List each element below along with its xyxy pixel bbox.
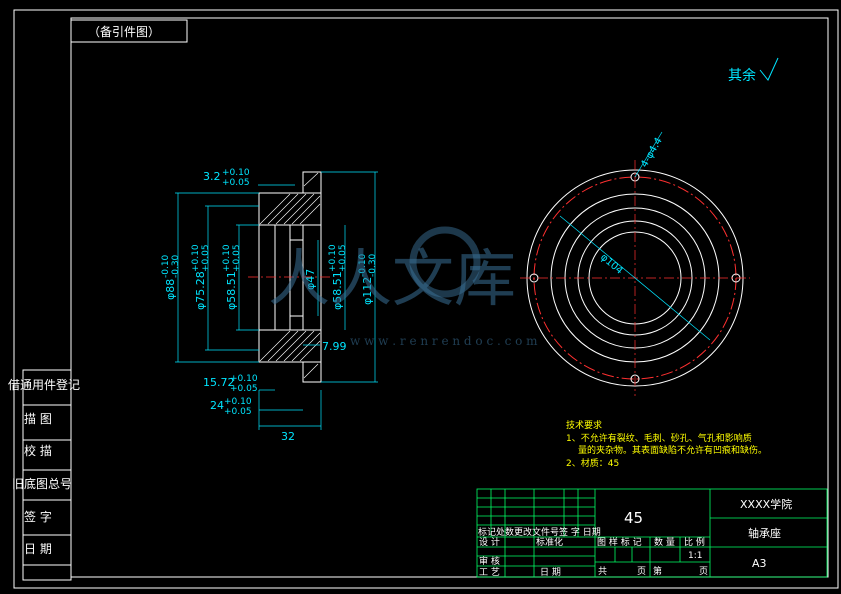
dim-phi112-tol-dn: -0.30 — [368, 253, 378, 277]
tb-date: 日 期 — [540, 567, 561, 578]
watermark-logo-icon — [409, 226, 481, 298]
stamp-box — [70, 19, 188, 43]
dim-phi88-tol-up: -0.10 — [161, 254, 171, 278]
dim-phi58-tol-dn: +0.05 — [232, 244, 242, 272]
dim-phi112: φ112 — [361, 277, 374, 305]
tech-notes: 技术要求 1、不允许有裂纹、毛刺、砂孔、气孔和影响质 量的夹杂物。其表面缺陷不允… — [566, 419, 767, 469]
surface-note: 其余 — [728, 67, 756, 84]
watermark-url: w w w . r e n r e n d o c . c o m — [350, 334, 538, 348]
side-label-5: 日 期 — [24, 542, 52, 556]
tb-process: 工 艺 — [479, 567, 500, 578]
tb-stage-hdr: 图 样 标 记 — [597, 536, 642, 548]
side-label-0: 借通用件登记 — [8, 377, 80, 392]
side-label-4: 签 字 — [24, 509, 52, 524]
dim-3-2-tol-up: +0.10 — [222, 168, 250, 178]
title-block-grid — [476, 488, 828, 578]
tech-notes-line2: 量的夹杂物。其表面缺陷不允许有凹痕和缺伤。 — [578, 444, 767, 456]
dim-32: 32 — [281, 430, 295, 443]
tb-scale-hdr: 比 例 — [684, 536, 705, 548]
dim-phi58-tol-up: +0.10 — [222, 244, 232, 272]
tb-part-name: 轴承座 — [748, 526, 781, 540]
dim-3-2: 3.2 — [203, 170, 221, 183]
tb-sheet-of2: 页 — [699, 566, 708, 577]
dim-24: 24 — [210, 399, 224, 412]
dim-15-72-tol-up: +0.10 — [230, 374, 258, 384]
dim-24-tol-up: +0.10 — [224, 397, 252, 407]
tb-sheet-size: A3 — [752, 557, 767, 570]
dim-3-2-tol-dn: +0.05 — [222, 178, 250, 188]
dim-phi47: φ47 — [304, 269, 317, 290]
tb-standard: 标准化 — [536, 536, 563, 548]
inner-frame — [70, 17, 829, 578]
watermark-logo: 人人文库 — [268, 242, 516, 315]
title-block: 标记处数更改文件号签 字 日期 设 计 标准化 审 核 工 艺 日 期 45 图… — [478, 497, 792, 578]
dim-phi75-tol-dn: +0.05 — [201, 244, 211, 272]
dim-phi112-tol-up: -0.10 — [358, 253, 368, 277]
tb-design: 设 计 — [479, 536, 500, 548]
dim-24-tol-dn: +0.05 — [224, 407, 252, 417]
tech-notes-line1: 1、不允许有裂纹、毛刺、砂孔、气孔和影响质 — [566, 432, 752, 444]
tb-change-row: 标记处数更改文件号签 字 日期 — [478, 526, 601, 538]
tech-notes-line3: 2、材质：45 — [566, 457, 619, 469]
tb-school: XXXX学院 — [740, 497, 792, 511]
section-view — [248, 171, 330, 383]
dimension-lines — [175, 171, 378, 430]
side-label-3: 旧底图总号 — [12, 476, 72, 491]
side-label-2: 校 描 — [24, 443, 52, 458]
side-label-1: 描 图 — [24, 412, 52, 426]
tb-scale: 1:1 — [688, 551, 702, 561]
tb-review: 审 核 — [479, 555, 500, 567]
tb-total: 共 — [598, 566, 607, 577]
dim-phi58: φ58.51 — [225, 271, 238, 310]
dim-15-72-tol-dn: +0.05 — [230, 384, 258, 394]
dim-phi58b-tol-dn: +0.05 — [338, 244, 348, 272]
watermark: 人人文库 w w w . r e n r e n d o c . c o m — [268, 226, 538, 348]
roughness-symbol — [759, 57, 779, 81]
dim-phi58b: φ58.51 — [331, 271, 344, 310]
tb-sheet-of: 页 — [637, 566, 646, 577]
side-registration-table: 借通用件登记 描 图 校 描 旧底图总号 签 字 日 期 — [8, 369, 80, 581]
tb-material: 45 — [624, 509, 643, 527]
dim-phi75: φ75.28 — [194, 271, 207, 310]
tb-weight-hdr: 数 量 — [654, 536, 675, 548]
front-view — [520, 131, 750, 396]
dim-phi88: φ88 — [164, 279, 177, 300]
dim-phi75-tol-up: +0.10 — [191, 244, 201, 272]
outer-frame — [13, 9, 839, 589]
dim-15-72: 15.72 — [203, 376, 235, 389]
dim-pcd: φ104 — [598, 252, 625, 277]
dim-7-99: 7.99 — [322, 340, 347, 353]
dim-phi58b-tol-up: +0.10 — [328, 244, 338, 272]
dim-holes: 4-φ4.4 — [639, 136, 665, 170]
tech-notes-title: 技术要求 — [566, 419, 602, 431]
dim-phi88-tol-dn: -0.30 — [171, 254, 181, 278]
stamp-label: （备引件图） — [88, 25, 160, 39]
tb-no: 第 — [653, 565, 662, 577]
dimension-texts: 3.2 +0.10 +0.05 φ88 -0.10 -0.30 φ75.28 +… — [161, 168, 378, 443]
